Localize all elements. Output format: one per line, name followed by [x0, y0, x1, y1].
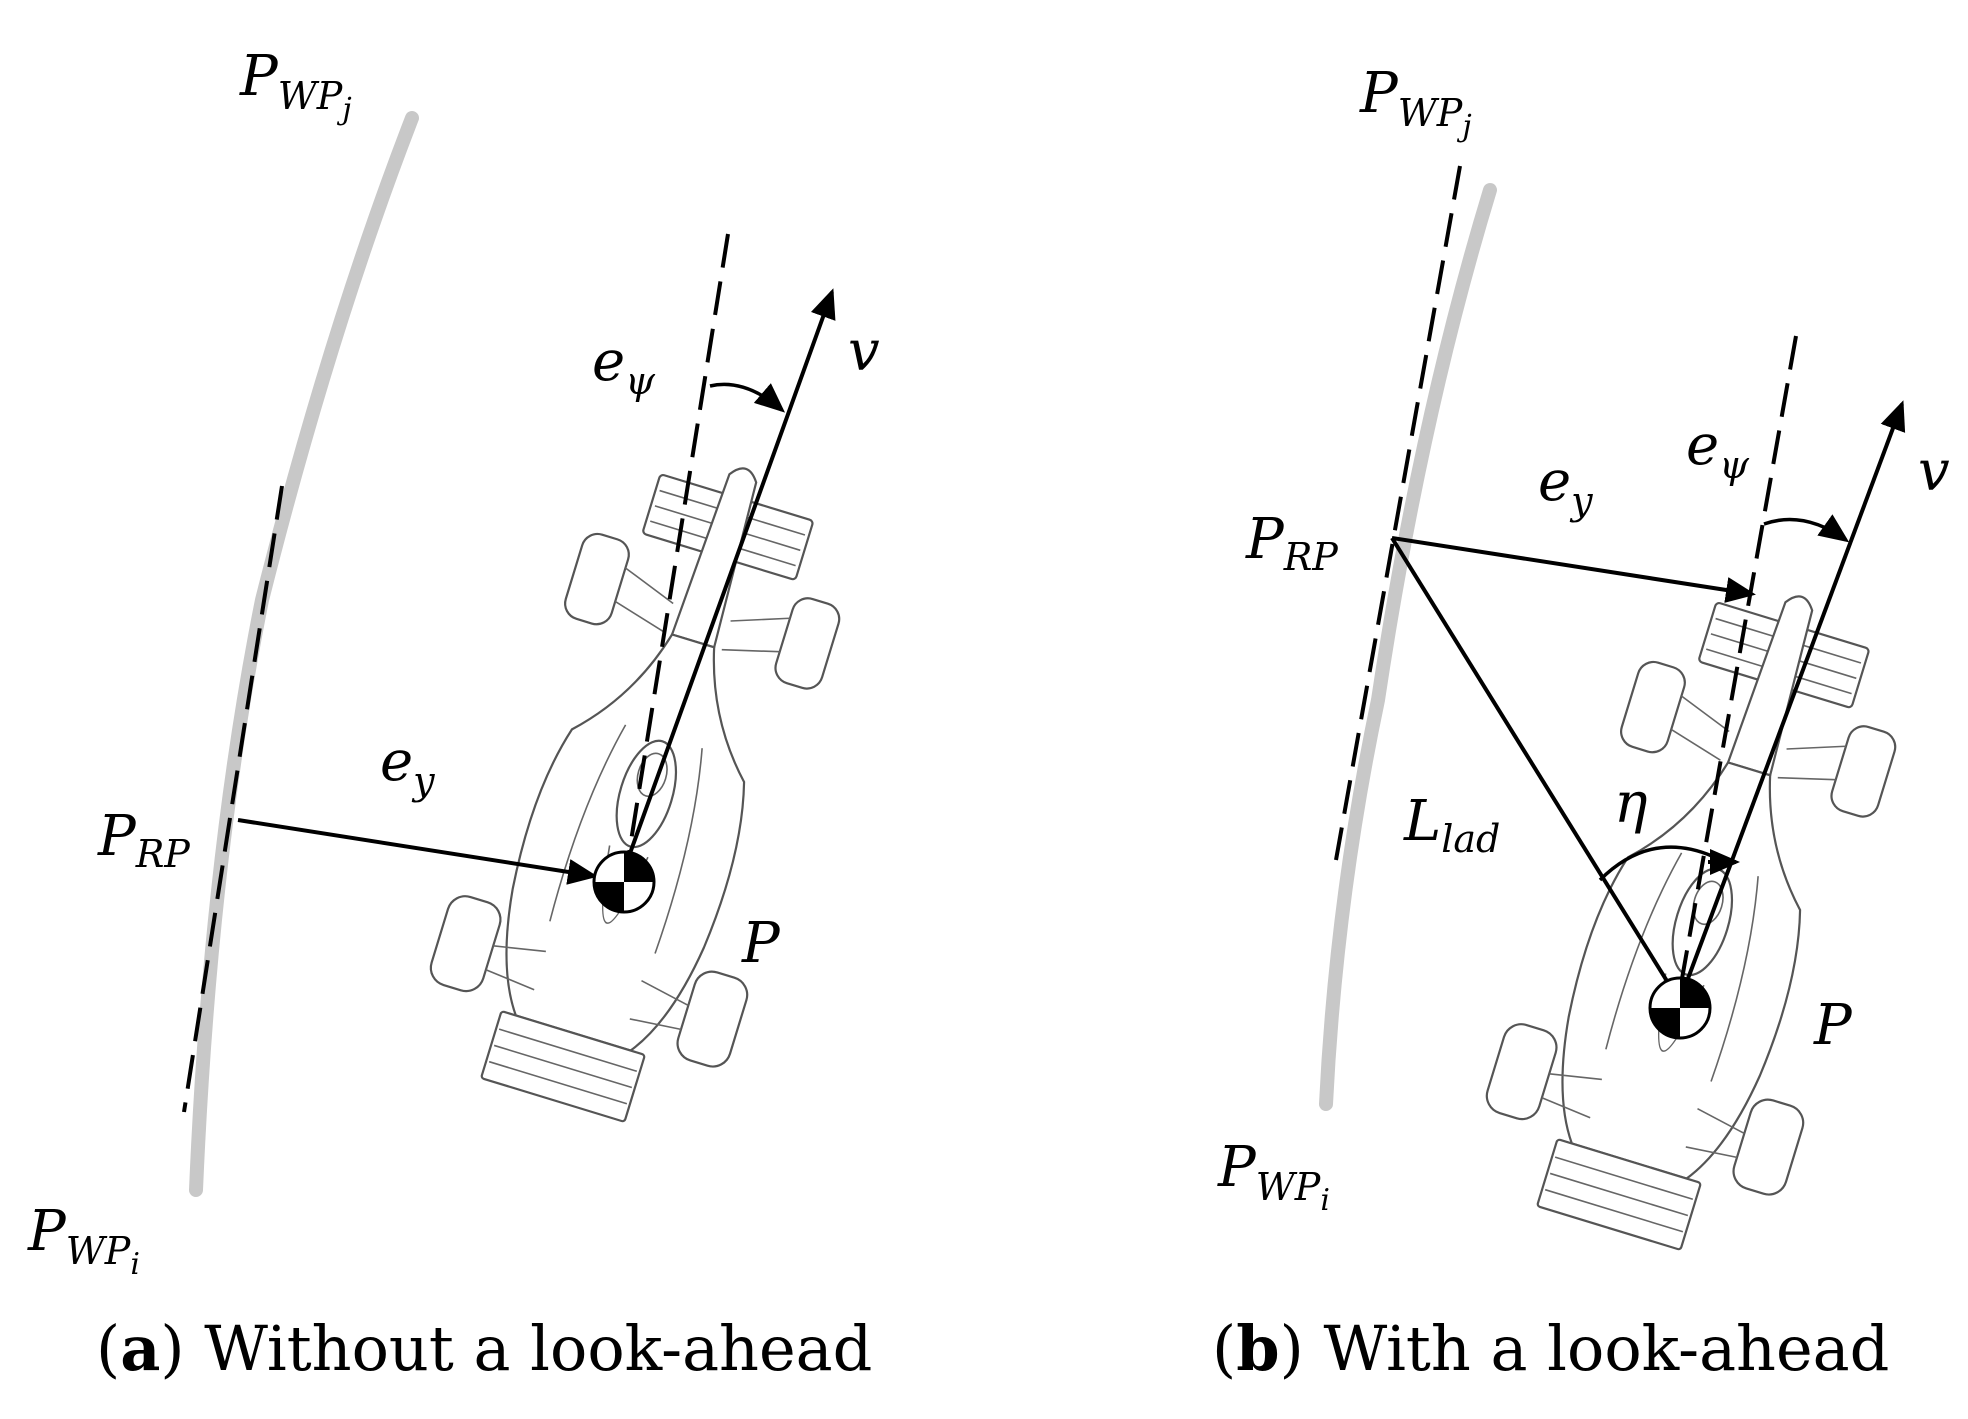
velocity-arrow-b	[1678, 400, 1906, 1001]
label-rp-b: PRP	[1245, 507, 1339, 579]
label-v-a: v	[848, 319, 880, 384]
reference-path-b	[1319, 183, 1497, 1111]
label-v-b: v	[1918, 439, 1950, 504]
panel-a: PWPj PWPi PRP ey eψ v P (a) Without a lo…	[27, 44, 897, 1385]
label-ey-b: ey	[1538, 449, 1593, 523]
reference-path-a	[189, 111, 419, 1197]
label-wpj-b: PWPj	[1359, 61, 1472, 144]
eta-arc-b	[1598, 845, 1713, 882]
label-wpi-b: PWPi	[1217, 1135, 1330, 1218]
tangent-dashed-a	[182, 485, 284, 1113]
panel-b: PWPj PWPi PRP ey eψ v P η Llad (b) With …	[1212, 61, 1953, 1385]
cg-symbol-a	[592, 850, 656, 914]
tangent-dashed-b	[1334, 165, 1462, 861]
label-epsi-a: eψ	[592, 329, 656, 403]
label-wpi-a: PWPi	[27, 1199, 140, 1282]
caption-a: (a) Without a look-ahead	[96, 1312, 872, 1385]
car-b	[1458, 550, 1953, 1275]
label-p-a: P	[741, 911, 781, 976]
label-llad-b: Llad	[1403, 789, 1500, 861]
label-p-b: P	[1813, 993, 1853, 1058]
llad-line-b	[1390, 536, 1682, 1004]
heading-dashed-a	[626, 233, 730, 861]
label-epsi-b: eψ	[1686, 413, 1750, 487]
cg-symbol-b	[1648, 976, 1712, 1040]
velocity-arrow-a	[622, 288, 836, 871]
ey-arrow-b	[1391, 536, 1756, 603]
car-a	[402, 422, 897, 1147]
label-eta-b: η	[1614, 771, 1648, 836]
label-rp-a: PRP	[97, 804, 191, 876]
ey-arrow-a	[237, 818, 598, 885]
heading-dashed-b	[1678, 335, 1798, 991]
epsi-arc-a	[709, 382, 786, 413]
label-ey-a: ey	[380, 729, 435, 803]
label-wpj-a: PWPj	[239, 44, 352, 127]
epsi-arc-b	[1763, 514, 1850, 543]
caption-b: (b) With a look-ahead	[1212, 1312, 1889, 1385]
